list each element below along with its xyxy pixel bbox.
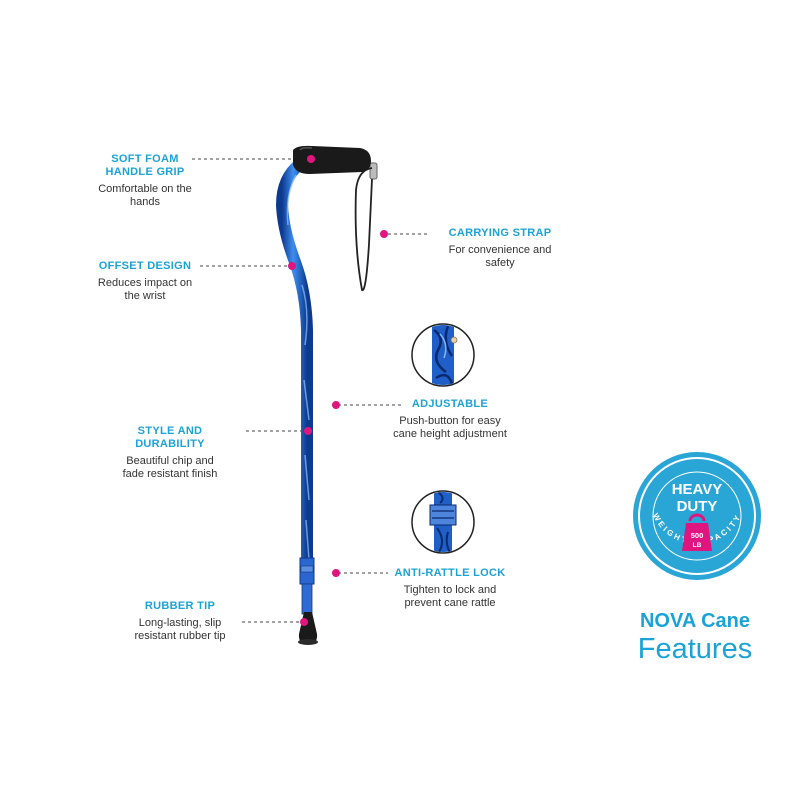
dot-adjust — [332, 401, 340, 409]
adjustable-zoom-inset — [411, 323, 475, 387]
dot-strap — [380, 230, 388, 238]
badge-line1: HEAVY — [672, 481, 723, 498]
cane-shaft — [275, 158, 313, 576]
callout-description: Push-button for easy cane height adjustm… — [393, 415, 507, 440]
callout-title: ANTI-RATTLE LOCK — [394, 567, 506, 579]
callout-description: Comfortable on the hands — [98, 183, 192, 208]
anti-rattle-zoom-inset — [411, 490, 475, 554]
cane — [275, 158, 315, 615]
callout-adjustable: ADJUSTABLE Push-button for easy cane hei… — [370, 398, 530, 441]
callout-description: Tighten to lock and prevent cane rattle — [403, 584, 497, 609]
lock-collar — [300, 565, 314, 573]
callout-soft-foam-grip: SOFT FOAM HANDLE GRIP Comfortable on the… — [80, 153, 210, 209]
callout-title: SOFT FOAM HANDLE GRIP — [105, 153, 185, 178]
strap — [354, 162, 378, 291]
callout-dots — [288, 155, 388, 626]
callout-description: Reduces impact on the wrist — [97, 277, 193, 302]
callout-title: ADJUSTABLE — [411, 398, 489, 410]
callout-anti-rattle-lock: ANTI-RATTLE LOCK Tighten to lock and pre… — [370, 567, 530, 610]
badge-line2: DUTY — [677, 498, 718, 515]
badge-weight-unit: LB — [693, 542, 702, 549]
callout-title: OFFSET DESIGN — [98, 260, 192, 272]
dot-style — [304, 427, 312, 435]
callout-rubber-tip: RUBBER TIP Long-lasting, slip resistant … — [100, 600, 260, 643]
badge-weight-value: 500 — [691, 531, 704, 540]
dot-tip — [300, 618, 308, 626]
callout-description: For convenience and safety — [448, 244, 552, 269]
callout-title: STYLE AND DURABILITY — [135, 425, 205, 450]
dot-offset — [288, 262, 296, 270]
dot-grip — [307, 155, 315, 163]
strap-clip — [369, 162, 378, 180]
caption-product-name: NOVA Cane — [639, 610, 751, 632]
caption-features: Features — [637, 633, 753, 665]
heavy-duty-badge: WEIGHT CAPACITY HEAVY DUTY 500 LB — [633, 452, 761, 580]
callout-title: CARRYING STRAP — [448, 227, 552, 239]
callout-title: RUBBER TIP — [144, 600, 216, 612]
handle-grip — [293, 145, 371, 174]
dot-rattle — [332, 569, 340, 577]
callout-description: Long-lasting, slip resistant rubber tip — [134, 617, 226, 642]
callout-offset-design: OFFSET DESIGN Reduces impact on the wris… — [80, 260, 210, 303]
callout-description: Beautiful chip and fade resistant finish — [122, 455, 218, 480]
push-button — [450, 336, 458, 344]
weight-icon — [682, 513, 712, 551]
strap-cord — [354, 167, 373, 291]
callout-carrying-strap: CARRYING STRAP For convenience and safet… — [430, 227, 570, 270]
leader-lines — [192, 158, 428, 623]
callout-style-durability: STYLE AND DURABILITY Beautiful chip and … — [100, 425, 240, 481]
